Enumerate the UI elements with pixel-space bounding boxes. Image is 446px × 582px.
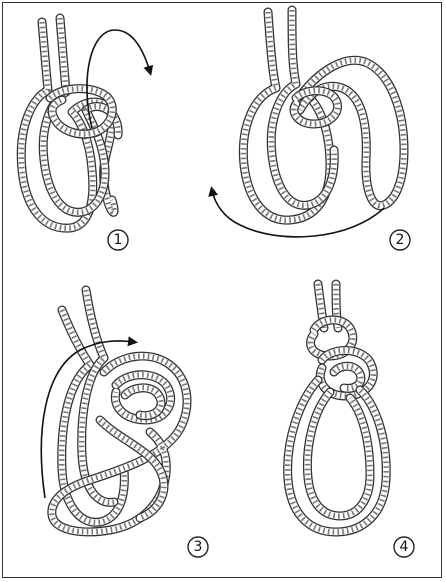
step-2-arrow — [208, 186, 385, 238]
step-3-circle — [187, 536, 209, 558]
step-2-badge: 2 — [389, 229, 411, 251]
step-2-panel: 2 — [208, 5, 411, 251]
step-4-circle — [393, 536, 415, 558]
step-1-circle — [107, 229, 129, 251]
step-4-number: 4 — [400, 539, 409, 555]
step-2-number: 2 — [396, 232, 405, 248]
step-3-arrow — [40, 336, 138, 499]
step-3-number: 3 — [194, 539, 203, 555]
step-3-badge: 3 — [187, 536, 209, 558]
step-4-rope — [283, 279, 391, 537]
step-1-number: 1 — [114, 232, 123, 248]
step-3-panel: 3 — [40, 285, 209, 558]
step-3-rope — [47, 285, 192, 537]
step-1-panel: 1 — [16, 13, 154, 251]
step-1-arrow — [86, 29, 154, 129]
step-2-rope — [238, 5, 409, 225]
step-2-circle — [389, 229, 411, 251]
step-4-panel: 4 — [283, 279, 415, 558]
step-1-rope — [16, 13, 123, 233]
step-4-badge: 4 — [393, 536, 415, 558]
step-1-badge: 1 — [107, 229, 129, 251]
